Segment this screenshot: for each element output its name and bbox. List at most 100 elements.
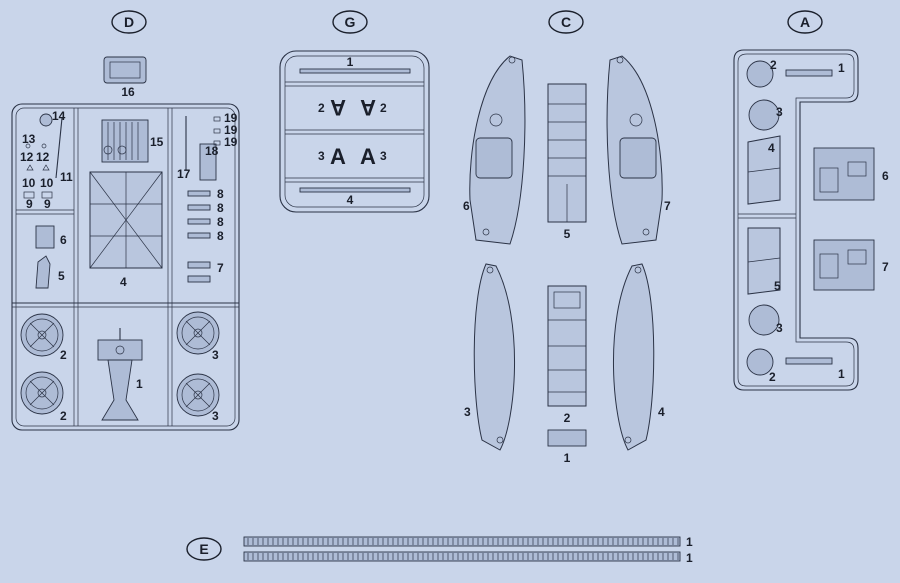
part-a3b (748, 304, 780, 336)
part-d18 (199, 143, 217, 181)
label-c2: 2 (564, 411, 571, 425)
part-a2a (746, 60, 774, 88)
part-a5 (747, 227, 781, 295)
label-a2a: 2 (770, 58, 777, 72)
part-c3 (473, 263, 515, 451)
label-c3: 3 (464, 405, 471, 419)
label-d8c: 8 (217, 215, 224, 229)
label-d6: 6 (60, 233, 67, 247)
part-d3b (176, 373, 220, 417)
label-a2b: 2 (769, 370, 776, 384)
sprue-g-letter: G (345, 14, 356, 30)
part-g3b: A (360, 144, 376, 169)
label-a1a: 1 (838, 61, 845, 75)
label-c1: 1 (564, 451, 571, 465)
label-d10b: 10 (40, 176, 54, 190)
part-a3a (748, 99, 780, 131)
part-g4 (299, 187, 411, 193)
part-d2b (20, 371, 64, 415)
label-d5: 5 (58, 269, 65, 283)
label-d9b: 9 (44, 197, 51, 211)
sprue-a-letter: A (800, 14, 810, 30)
label-e1b: 1 (686, 551, 693, 565)
part-e1a (243, 536, 681, 547)
label-d18: 18 (205, 144, 219, 158)
sprue-a-badge (787, 10, 823, 34)
part-e1b (243, 551, 681, 562)
part-d5 (35, 255, 51, 289)
part-a6 (813, 147, 875, 201)
label-c6: 6 (463, 199, 470, 213)
label-d9a: 9 (26, 197, 33, 211)
label-d8b: 8 (217, 201, 224, 215)
label-d2b: 2 (60, 409, 67, 423)
sprue-g: G 1 2 A A 2 3 A A 3 4 (279, 10, 430, 213)
part-c7 (606, 55, 663, 245)
label-c7: 7 (664, 199, 671, 213)
part-d1 (97, 328, 143, 421)
part-g2a: A (330, 95, 346, 120)
label-d15: 15 (150, 135, 164, 149)
label-a6: 6 (882, 169, 889, 183)
label-g1: 1 (347, 55, 354, 69)
label-d19b: 19 (224, 123, 238, 137)
label-d3b: 3 (212, 409, 219, 423)
label-a5: 5 (774, 279, 781, 293)
label-g4: 4 (347, 193, 354, 207)
part-d16 (103, 56, 147, 84)
label-a1b: 1 (838, 367, 845, 381)
part-c2 (547, 285, 587, 407)
part-d3a (176, 311, 220, 355)
label-d19c: 19 (224, 135, 238, 149)
label-g3a: 3 (318, 149, 325, 163)
label-d11: 11 (60, 170, 73, 184)
part-a2b (746, 348, 774, 376)
part-g2b: A (360, 95, 376, 120)
label-d13: 13 (22, 132, 36, 146)
sprue-d: D 16 14 13 12 12 11 10 10 9 9 6 (11, 10, 240, 431)
part-d2a (20, 313, 64, 357)
label-d1: 1 (136, 377, 143, 391)
label-d10a: 10 (22, 176, 36, 190)
label-d2a: 2 (60, 348, 67, 362)
part-d8d (187, 232, 211, 239)
sprue-g-frame (279, 50, 430, 213)
part-a1a (785, 69, 833, 77)
track-links (247, 538, 679, 560)
label-e1a: 1 (686, 535, 693, 549)
label-d8a: 8 (217, 187, 224, 201)
sprue-a-frame (733, 49, 859, 391)
part-c4 (613, 263, 655, 451)
label-d17: 17 (177, 167, 191, 181)
sprue-e-badge (186, 537, 222, 561)
label-a7: 7 (882, 260, 889, 274)
label-a4: 4 (768, 141, 775, 155)
label-d19a: 19 (224, 111, 238, 125)
part-d11 (55, 117, 63, 179)
label-d7: 7 (217, 261, 224, 275)
label-d12a: 12 (20, 150, 34, 164)
part-d6 (35, 225, 55, 249)
label-d4: 4 (120, 275, 127, 289)
part-c5 (547, 83, 587, 223)
part-g3a: A (330, 144, 346, 169)
sprue-d-letter: D (124, 14, 134, 30)
label-g2a: 2 (318, 101, 325, 115)
label-g2b: 2 (380, 101, 387, 115)
part-c6 (469, 55, 526, 245)
sprue-g-badge (332, 10, 368, 34)
sprue-e: E 1 1 (186, 535, 693, 565)
part-d14 (39, 113, 53, 127)
part-d8c (187, 218, 211, 225)
label-a3b: 3 (776, 321, 783, 335)
sprue-a: A 2 1 3 4 6 5 7 3 2 (733, 10, 889, 391)
label-g3b: 3 (380, 149, 387, 163)
part-d7b (187, 275, 211, 283)
part-d8b (187, 204, 211, 211)
sprue-e-letter: E (199, 541, 208, 557)
label-c4: 4 (658, 405, 665, 419)
label-d16: 16 (121, 85, 135, 99)
part-d7a (187, 261, 211, 269)
part-d8a (187, 190, 211, 197)
